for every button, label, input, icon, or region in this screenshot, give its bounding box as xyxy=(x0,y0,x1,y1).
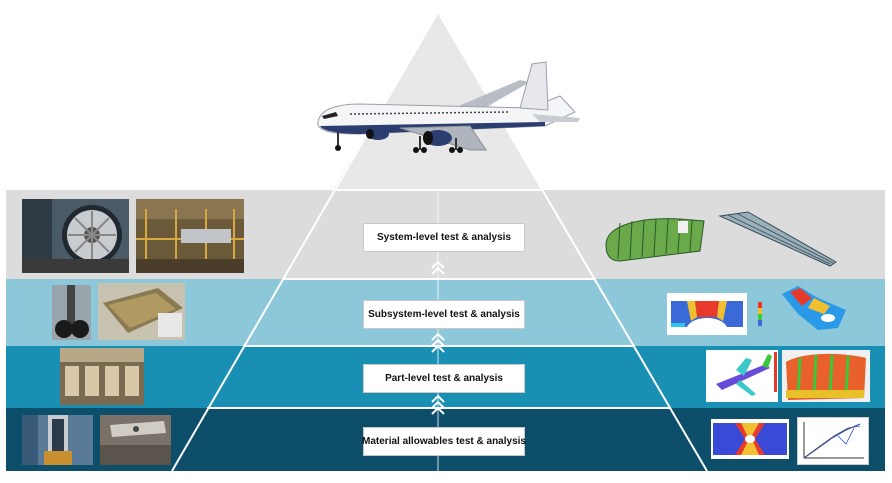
engine-test-photo xyxy=(22,199,129,273)
fuselage-fem-model xyxy=(600,205,710,265)
fuselage-test-rig-photo xyxy=(136,199,244,273)
airplane-image xyxy=(317,61,580,153)
panel-stress-contour xyxy=(782,350,870,402)
pyramid-left-edge xyxy=(171,11,439,472)
part-test-photo xyxy=(60,348,144,405)
aircraft-part-fem xyxy=(706,350,778,402)
color-scale-legend xyxy=(757,302,763,326)
landing-gear-photo xyxy=(52,285,91,340)
double-chevron-up-icon xyxy=(431,394,445,415)
subsystem-level-label: Subsystem-level test & analysis xyxy=(363,300,525,329)
material-specimen-photo xyxy=(100,415,171,465)
pyramid-right-edge xyxy=(437,11,708,472)
bracket-stress-contour xyxy=(778,284,850,332)
system-level-label: System-level test & analysis xyxy=(363,223,525,252)
stress-strain-plot xyxy=(797,417,869,465)
material-test-machine-photo xyxy=(22,415,93,465)
coupon-stress-contour xyxy=(711,419,789,459)
material-level-label: Material allowables test & analysis xyxy=(362,427,526,456)
wing-fem-model xyxy=(718,208,840,268)
subsystem-stress-contour xyxy=(667,293,747,335)
part-level-label: Part-level test & analysis xyxy=(363,364,525,393)
double-chevron-up-icon xyxy=(431,260,445,275)
wing-box-photo xyxy=(98,283,185,340)
pyramid-apex xyxy=(333,12,543,190)
double-chevron-up-icon xyxy=(431,332,445,353)
